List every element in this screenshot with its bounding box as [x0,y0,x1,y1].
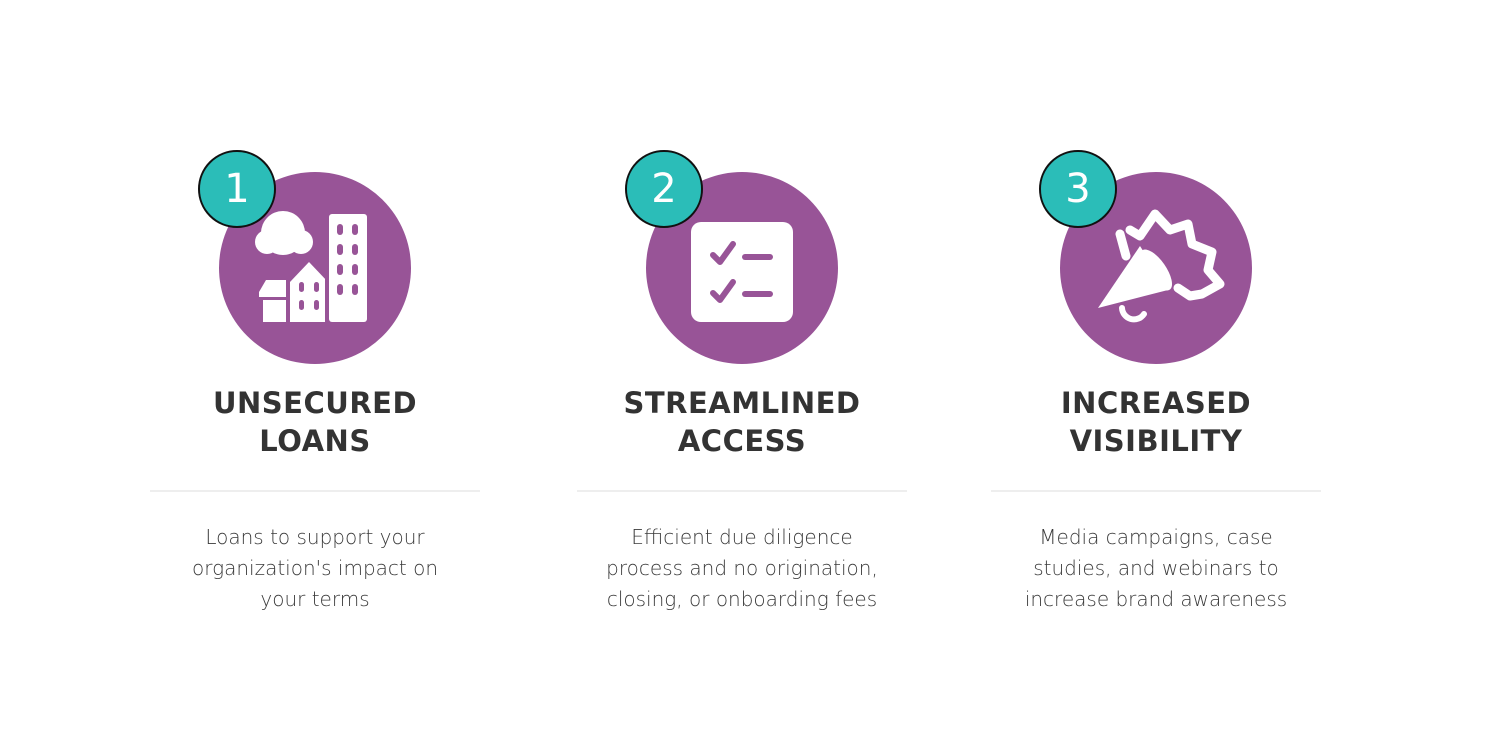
feature-title-line: UNSECURED [212,386,418,420]
icon-circle [219,172,411,364]
feature-title-line: STREAMLINED [623,386,861,420]
feature-unsecured-loans: 1 UNSECURED LOANS Loans to support your … [150,0,480,753]
feature-title-line: VISIBILITY [1069,424,1243,458]
feature-description: Efficient due diligence process and no o… [577,522,907,615]
divider [991,490,1321,492]
feature-title-line: LOANS [259,424,371,458]
feature-title: UNSECURED LOANS [150,384,480,460]
step-number-badge: 1 [198,150,276,228]
feature-description: Media campaigns, case studies, and webin… [991,522,1321,615]
description-line: organization's impact on [191,556,439,580]
description-line: Media campaigns, case [1039,525,1273,549]
divider [150,490,480,492]
city-buildings-icon [255,211,367,324]
divider [577,490,907,492]
description-line: increase brand awareness [1024,587,1288,611]
feature-streamlined-access: 2 STREAMLINED ACCESS Efficient due dilig… [577,0,907,753]
description-line: Loans to support your [205,525,425,549]
feature-description: Loans to support your organization's imp… [150,522,480,615]
feature-increased-visibility: 3 INCREASED VISIBILITY Media campaigns, … [991,0,1321,753]
checklist-icon [691,222,793,322]
feature-title-line: ACCESS [677,424,807,458]
step-number-badge: 2 [625,150,703,228]
feature-title-line: INCREASED [1060,386,1252,420]
description-line: Efficient due diligence [631,525,853,549]
megaphone-icon [1098,209,1225,323]
description-line: closing, or onboarding fees [606,587,878,611]
description-line: studies, and webinars to [1033,556,1279,580]
feature-title: INCREASED VISIBILITY [991,384,1321,460]
description-line: your terms [260,587,370,611]
feature-title: STREAMLINED ACCESS [577,384,907,460]
description-line: process and no origination, [606,556,878,580]
step-number-badge: 3 [1039,150,1117,228]
